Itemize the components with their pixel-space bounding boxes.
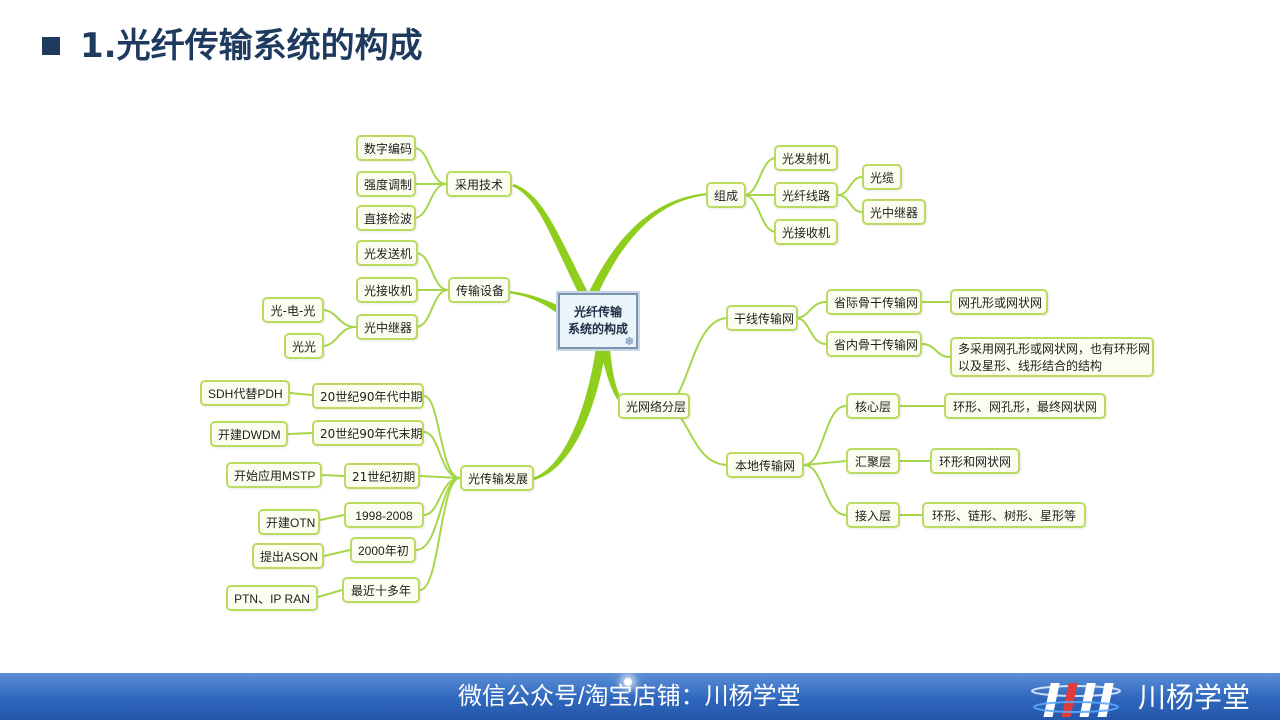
- node-local-desc[interactable]: 环形、网孔形，最终网状网: [944, 393, 1106, 419]
- link-dev-1: [423, 395, 461, 479]
- link-trunk-d2: [921, 343, 951, 358]
- node-dev-event[interactable]: PTN、IP RAN: [226, 585, 318, 611]
- node-dev-period[interactable]: 21世纪初期: [344, 463, 420, 489]
- brand-logo-icon: [1031, 683, 1121, 717]
- node-trunk-item[interactable]: 省际骨干传输网: [826, 289, 922, 315]
- node-repeater-type[interactable]: 光-电-光: [262, 297, 324, 323]
- link-dev-6: [419, 477, 461, 591]
- node-equip-item[interactable]: 光发送机: [356, 240, 418, 266]
- node-fiber-part[interactable]: 光中继器: [862, 199, 926, 225]
- node-equip[interactable]: 传输设备: [448, 277, 510, 303]
- link-equip-1: [415, 252, 449, 291]
- node-layers[interactable]: 光网络分层: [618, 393, 690, 419]
- link-ev-6: [317, 589, 343, 598]
- node-compose-item[interactable]: 光纤线路: [774, 182, 838, 208]
- branch-to-tech: [512, 184, 590, 300]
- link-dev-4: [423, 477, 461, 516]
- node-dev-event[interactable]: 开建DWDM: [210, 421, 288, 447]
- node-dev-event[interactable]: 开建OTN: [258, 509, 320, 535]
- node-dev-event[interactable]: SDH代替PDH: [200, 380, 290, 406]
- node-dev-period[interactable]: 1998-2008: [344, 502, 424, 528]
- link-ev-4: [319, 514, 345, 521]
- link-ev-2: [287, 432, 313, 435]
- link-ev-3: [321, 474, 345, 477]
- main-branches: [508, 184, 708, 480]
- node-local-desc[interactable]: 环形、链形、树形、星形等: [922, 502, 1086, 528]
- slide-title: 1.光纤传输系统的构成: [80, 26, 423, 66]
- node-dev-event[interactable]: 提出ASON: [252, 543, 324, 569]
- node-fiber-part[interactable]: 光缆: [862, 164, 902, 190]
- node-equip-item[interactable]: 光接收机: [356, 277, 418, 303]
- link-rep-1: [321, 309, 357, 328]
- branch-to-layers: [600, 348, 624, 405]
- link-ev-5: [323, 549, 351, 557]
- node-local-item[interactable]: 汇聚层: [846, 448, 900, 474]
- node-equip-item[interactable]: 光中继器: [356, 314, 418, 340]
- link-local-3: [803, 464, 847, 516]
- title-bullet: [42, 37, 60, 55]
- branch-to-equip: [508, 291, 560, 314]
- node-tech-item[interactable]: 强度调制: [356, 171, 416, 197]
- branch-to-dev: [532, 348, 606, 480]
- node-repeater-type[interactable]: 光光: [284, 333, 324, 359]
- node-dev-event[interactable]: 开始应用MSTP: [226, 462, 322, 488]
- root-line2: 系统的构成: [567, 322, 628, 336]
- link-local-2: [803, 460, 847, 466]
- node-tech-item[interactable]: 直接检波: [356, 205, 416, 231]
- node-local-desc[interactable]: 环形和网状网: [930, 448, 1020, 474]
- node-trunk-desc[interactable]: 网孔形或网状网: [950, 289, 1048, 315]
- node-dev-period[interactable]: 2000年初: [350, 537, 416, 563]
- link-dev-2: [423, 431, 461, 479]
- link-trunk-2: [795, 317, 827, 345]
- node-local[interactable]: 本地传输网: [726, 452, 804, 478]
- trunk-desc-line2: 以及星形、线形结合的结构: [958, 359, 1103, 373]
- root-line1: 光纤传输: [573, 305, 622, 319]
- node-trunk[interactable]: 干线传输网: [726, 305, 798, 331]
- trunk-desc-line1: 多采用网孔形或网状网，也有环形网: [958, 342, 1151, 356]
- node-compose-item[interactable]: 光发射机: [774, 145, 838, 171]
- node-dev-period[interactable]: 20世纪90年代末期: [312, 420, 424, 446]
- node-dev-period[interactable]: 20世纪90年代中期: [312, 383, 424, 409]
- node-dev[interactable]: 光传输发展: [460, 465, 534, 491]
- node-trunk-item[interactable]: 省内骨干传输网: [826, 331, 922, 357]
- mindmap-root: 光纤传输 系统的构成 ❄: [558, 293, 638, 349]
- link-fiber-1: [837, 176, 863, 196]
- brand-logo-text: 川杨学堂: [1138, 682, 1251, 713]
- snowflake-icon: ❄: [624, 335, 634, 348]
- node-compose-item[interactable]: 光接收机: [774, 219, 838, 245]
- link-equip-3: [415, 289, 449, 328]
- node-local-item[interactable]: 接入层: [846, 502, 900, 528]
- link-ev-1: [289, 392, 313, 396]
- link-local-1: [803, 405, 847, 466]
- link-tech-1: [413, 147, 447, 185]
- node-tech-item[interactable]: 数字编码: [356, 135, 416, 161]
- light-glow-icon: [624, 678, 632, 686]
- branch-to-compose: [588, 193, 708, 294]
- link-compose-3: [743, 194, 777, 233]
- node-compose[interactable]: 组成: [706, 182, 746, 208]
- link-trunk-1: [795, 301, 827, 319]
- node-local-item[interactable]: 核心层: [846, 393, 900, 419]
- link-rep-2: [321, 326, 357, 347]
- node-trunk-desc-multi[interactable]: 多采用网孔形或网状网，也有环形网 以及星形、线形结合的结构: [950, 337, 1154, 377]
- node-dev-period[interactable]: 最近十多年: [342, 577, 420, 603]
- footer-text: 微信公众号/淘宝店铺：川杨学堂: [458, 683, 801, 710]
- sub-links: [287, 147, 951, 598]
- node-tech[interactable]: 采用技术: [446, 171, 512, 197]
- link-dev-3: [419, 475, 461, 479]
- link-compose-1: [743, 157, 777, 196]
- link-tech-3: [413, 183, 447, 219]
- link-fiber-2: [837, 194, 863, 213]
